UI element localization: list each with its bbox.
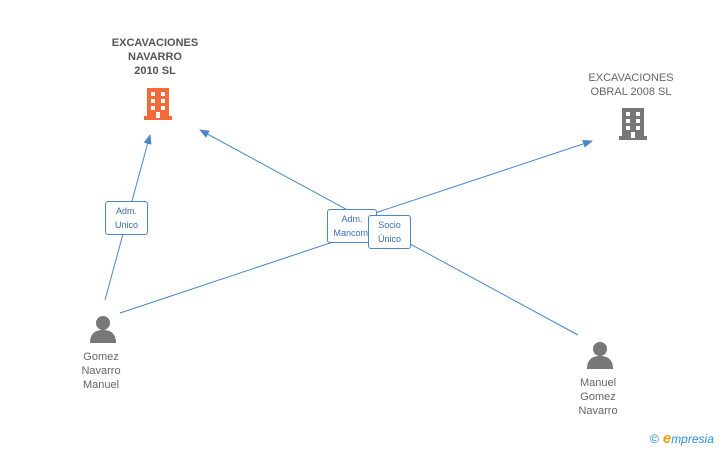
role-adm-unico-line2: Unico xyxy=(114,220,138,230)
role-socio-unico[interactable]: Socio Único xyxy=(368,215,411,249)
person-manuel-line2: Gomez xyxy=(580,391,616,403)
role-socio-unico-line1: Socio xyxy=(378,220,401,230)
person-gomez-line3: Manuel xyxy=(82,379,120,391)
person-manuel-line3: Navarro xyxy=(578,405,618,417)
role-adm-mancom-line2: Mancom. xyxy=(333,228,371,238)
company-obral-label[interactable]: EXCAVACIONES OBRAL 2008 SL xyxy=(576,71,686,99)
edge-center-to-obral xyxy=(374,140,593,214)
person-gomez-line1: Gomez xyxy=(83,351,119,363)
building-icon[interactable] xyxy=(617,106,649,140)
person-manuel-label[interactable]: Manuel Gomez Navarro xyxy=(558,376,638,418)
role-adm-mancom-line1: Adm. xyxy=(341,214,363,224)
brand-e: e xyxy=(662,430,672,447)
person-gomez-label[interactable]: Gomez Navarro Manuel xyxy=(61,350,141,392)
person-icon[interactable] xyxy=(585,340,615,370)
person-gomez-line2: Navarro xyxy=(81,365,121,377)
brand-rest: mpresia xyxy=(671,432,714,446)
company-main-line3: 2010 SL xyxy=(134,65,176,77)
building-icon[interactable] xyxy=(142,86,174,120)
empresia-logo: ©empresia xyxy=(650,430,714,447)
company-obral-line1: EXCAVACIONES xyxy=(588,72,674,84)
person-icon[interactable] xyxy=(88,314,118,344)
company-obral-line2: OBRAL 2008 SL xyxy=(590,86,672,98)
company-main-line2: NAVARRO xyxy=(128,51,182,63)
company-main-line1: EXCAVACIONES xyxy=(111,37,199,49)
person-manuel-line1: Manuel xyxy=(579,377,617,389)
copyright-symbol: © xyxy=(650,432,659,446)
role-adm-unico-line1: Adm. xyxy=(115,206,137,216)
company-main-label[interactable]: EXCAVACIONES NAVARRO 2010 SL xyxy=(95,36,215,78)
role-adm-unico[interactable]: Adm. Unico xyxy=(105,201,148,235)
role-socio-unico-line2: Único xyxy=(377,234,401,244)
